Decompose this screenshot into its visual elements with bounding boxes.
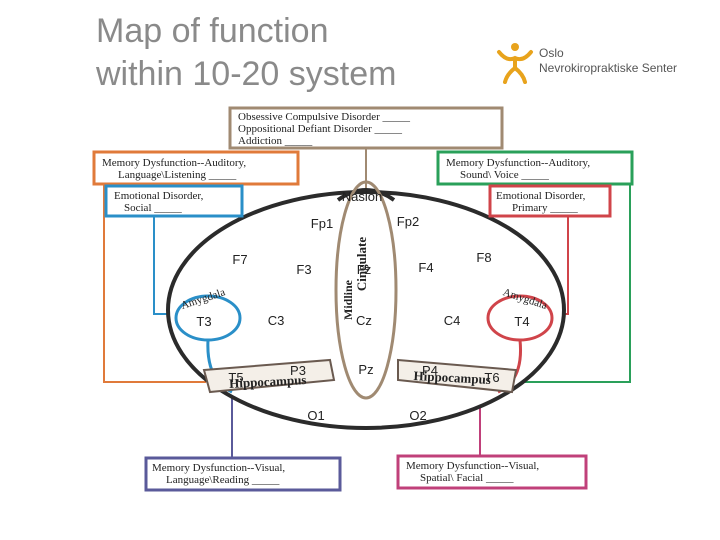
electrode-f8: F8 — [476, 250, 491, 265]
logo: Oslo Nevrokiropraktiske Senter — [493, 40, 693, 90]
electrode-pz: Pz — [358, 362, 373, 377]
box-right-visual-line-1: Memory Dysfunction--Visual, — [406, 460, 539, 472]
electrode-o2: O2 — [409, 408, 426, 423]
electrode-t4: T4 — [514, 314, 529, 329]
box-top-line-3: Addiction _____ — [238, 135, 313, 147]
nose-outline — [336, 188, 396, 202]
electrode-t5: T5 — [228, 370, 243, 385]
box-top-line-2: Oppositional Defiant Disorder _____ — [238, 123, 403, 135]
electrode-nasion: Nasion — [342, 189, 382, 204]
electrode-f7: F7 — [232, 252, 247, 267]
box-left-auditory-line-2: Language\Listening _____ — [118, 169, 237, 181]
electrode-c4: C4 — [444, 313, 461, 328]
hippocampus-right-label: Hippocampus — [413, 368, 491, 387]
connector-left-auditory — [103, 184, 206, 383]
electrode-fz: Fz — [357, 262, 371, 277]
box-left-emotional: Emotional Disorder, Social _____ — [104, 184, 244, 218]
box-left-visual: Memory Dysfunction--Visual, Language\Rea… — [144, 456, 342, 492]
cingulate-label: Cingulate — [354, 237, 369, 291]
box-right-auditory: Memory Dysfunction--Auditory, Sound\ Voi… — [436, 150, 634, 186]
box-right-auditory-line-2: Sound\ Voice _____ — [460, 169, 549, 181]
box-left-emotional-line-2: Social _____ — [124, 202, 182, 214]
logo-line-1: Oslo — [539, 46, 564, 60]
electrode-c3: C3 — [268, 313, 285, 328]
logo-text: Oslo Nevrokiropraktiske Senter — [539, 46, 677, 76]
box-right-auditory-line-1: Memory Dysfunction--Auditory, — [446, 157, 590, 169]
midline-label: Midline — [341, 279, 355, 320]
hippocampus-right-band — [397, 358, 518, 394]
electrode-t3: T3 — [196, 314, 211, 329]
logo-line-2: Nevrokiropraktiske Senter — [539, 61, 678, 75]
electrode-fp1: Fp1 — [311, 216, 333, 231]
box-right-emotional-line-1: Emotional Disorder, — [496, 190, 586, 202]
box-left-emotional-line-1: Emotional Disorder, — [114, 190, 204, 202]
box-top-disorders: Obsessive Compulsive Disorder _____ Oppo… — [228, 106, 504, 150]
title-line-1: Map of function — [96, 12, 329, 50]
electrode-p4: P4 — [422, 363, 438, 378]
electrode-o1: O1 — [307, 408, 324, 423]
box-right-emotional-line-2: Primary _____ — [512, 202, 578, 214]
cingulate-outline — [334, 180, 398, 400]
box-left-auditory: Memory Dysfunction--Auditory, Language\L… — [92, 150, 300, 186]
box-top-line-1: Obsessive Compulsive Disorder _____ — [238, 111, 411, 123]
hippocampus-left-band — [202, 358, 336, 394]
box-left-auditory-line-1: Memory Dysfunction--Auditory, — [102, 157, 246, 169]
box-left-visual-line-1: Memory Dysfunction--Visual, — [152, 462, 285, 474]
electrode-f4: F4 — [418, 260, 433, 275]
box-right-visual-line-2: Spatial\ Facial _____ — [420, 472, 514, 484]
box-left-visual-line-2: Language\Reading _____ — [166, 474, 280, 486]
slide-title: Map of function within 10-20 system — [96, 10, 476, 96]
person-logo-icon — [497, 43, 533, 84]
head-outline — [166, 190, 566, 430]
connector-right-auditory — [514, 184, 631, 383]
electrode-f3: F3 — [296, 262, 311, 277]
hippocampus-left-label: Hippocampus — [229, 372, 307, 391]
electrode-cz: Cz — [356, 313, 372, 328]
electrode-t6: T6 — [484, 370, 499, 385]
box-right-visual: Memory Dysfunction--Visual, Spatial\ Fac… — [396, 454, 588, 490]
electrode-fp2: Fp2 — [397, 214, 419, 229]
title-line-2: within 10-20 system — [96, 55, 397, 93]
electrode-p3: P3 — [290, 363, 306, 378]
box-right-emotional: Emotional Disorder, Primary _____ — [488, 184, 612, 218]
